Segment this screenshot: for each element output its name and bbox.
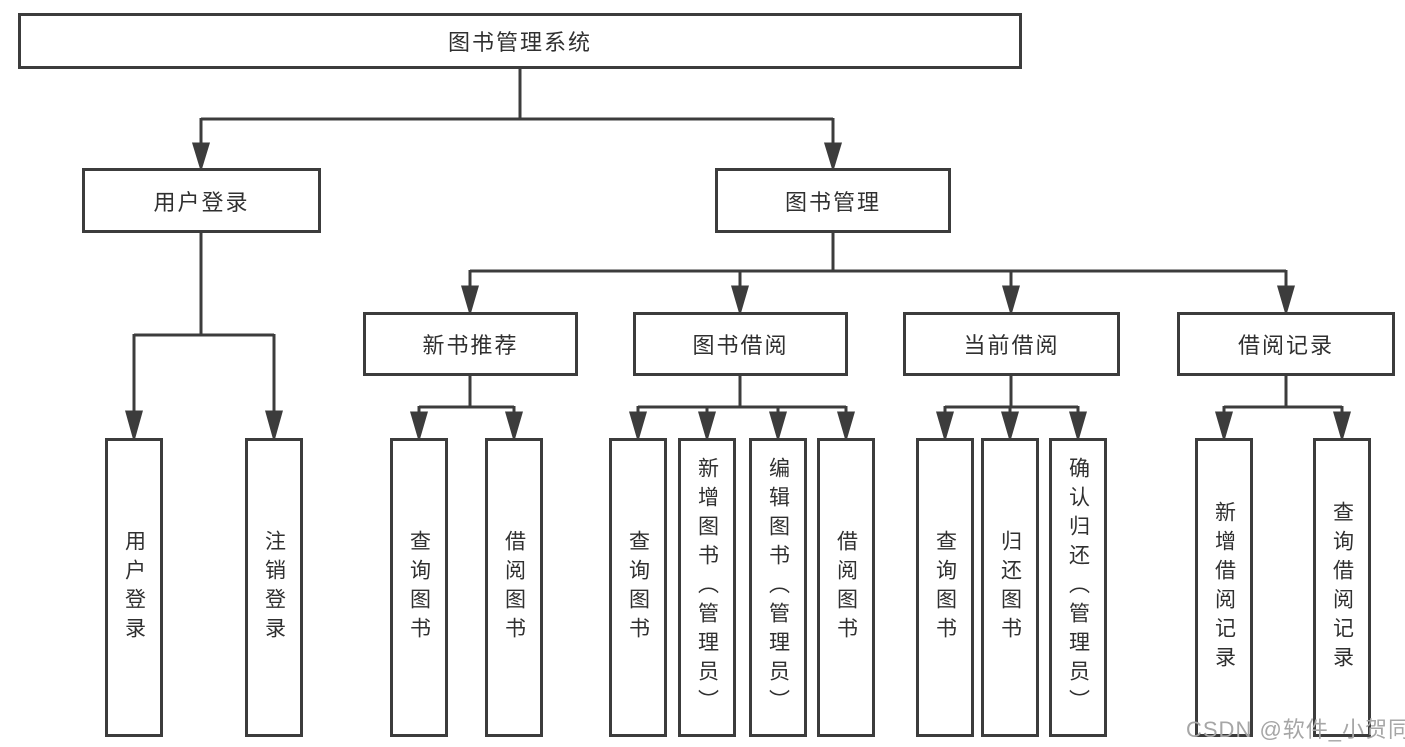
leaf-add-borrow-record: 新增借阅记录 <box>1195 438 1253 737</box>
leaf-borrow-books-borrowing: 借阅图书 <box>817 438 875 737</box>
leaf-edit-books-admin: 编辑图书（管理员） <box>749 438 807 737</box>
node-root-label: 图书管理系统 <box>447 30 592 55</box>
node-book-management: 图书管理 <box>715 168 951 233</box>
node-current-borrowing-label: 当前借阅 <box>963 333 1060 358</box>
node-user-login: 用户登录 <box>82 168 321 233</box>
node-borrowing-records: 借阅记录 <box>1177 312 1395 376</box>
leaf-add-books-admin: 新增图书（管理员） <box>678 438 736 737</box>
leaf-return-books: 归还图书 <box>981 438 1039 737</box>
leaf-logout: 注销登录 <box>245 438 303 737</box>
leaf-confirm-return-admin: 确认归还（管理员） <box>1049 438 1107 737</box>
node-root: 图书管理系统 <box>18 13 1022 69</box>
watermark: CSDN @软件_小贺同学 <box>1186 717 1405 742</box>
node-user-login-label: 用户登录 <box>153 189 250 215</box>
node-current-borrowing: 当前借阅 <box>903 312 1120 376</box>
leaf-query-books-current: 查询图书 <box>916 438 974 737</box>
node-new-book-recommend-label: 新书推荐 <box>422 333 519 358</box>
leaf-borrow-books-recommend: 借阅图书 <box>485 438 543 737</box>
node-book-borrowing: 图书借阅 <box>633 312 848 376</box>
leaf-query-borrow-record: 查询借阅记录 <box>1313 438 1371 737</box>
leaf-user-login: 用户登录 <box>105 438 163 737</box>
node-borrowing-records-label: 借阅记录 <box>1237 333 1334 358</box>
leaf-query-books-recommend: 查询图书 <box>390 438 448 737</box>
node-book-borrowing-label: 图书借阅 <box>692 333 789 358</box>
node-book-management-label: 图书管理 <box>784 189 881 215</box>
node-new-book-recommend: 新书推荐 <box>363 312 578 376</box>
leaf-query-books-borrowing: 查询图书 <box>609 438 667 737</box>
